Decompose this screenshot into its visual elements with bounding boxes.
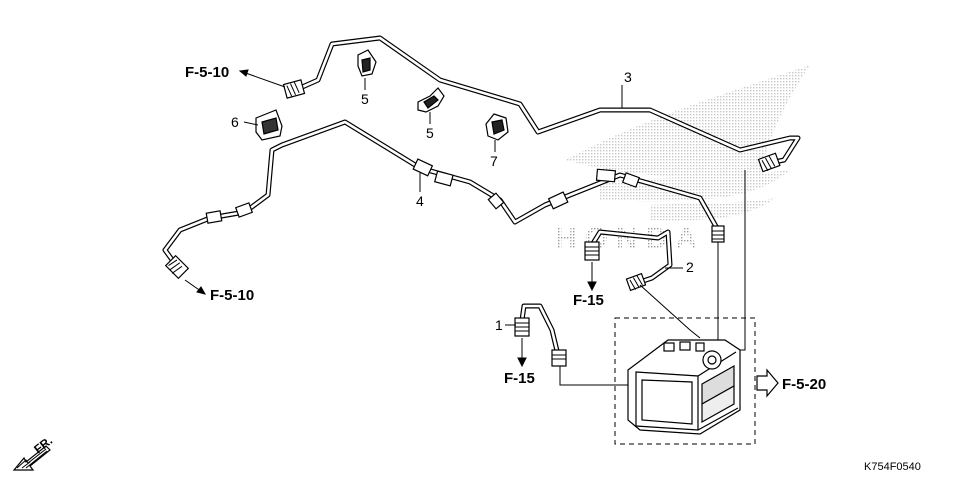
callout-5b: 5 (426, 125, 434, 141)
callout-1: 1 (495, 317, 503, 333)
abs-unit-boundary (614, 317, 756, 445)
pipe-4-fitting-right (711, 225, 725, 243)
leader-lines (243, 78, 683, 326)
callout-5a: 5 (361, 91, 369, 107)
watermark-text: HONDA (555, 222, 705, 255)
figure-code: K754F0540 (864, 461, 921, 473)
brake-pipe-1 (514, 303, 567, 367)
ref-top-left: F-5-10 (185, 64, 229, 81)
callout-3: 3 (624, 69, 632, 85)
ref-arrows (184, 69, 597, 368)
pipe-4-fitting-left (164, 254, 190, 280)
pipe-3-fitting-right (757, 152, 781, 173)
callout-7: 7 (490, 153, 498, 169)
clamp-5a (357, 49, 377, 77)
clamp-7 (485, 113, 509, 141)
pipe-3-fitting-left (282, 79, 306, 99)
front-direction-label: FR. (31, 433, 55, 456)
callout-2: 2 (686, 259, 694, 275)
pipe-3-abs-line (728, 170, 746, 351)
callout-6: 6 (231, 114, 239, 130)
brake-pipe-2 (584, 229, 673, 292)
clamp-6 (255, 109, 283, 141)
clamp-5b (417, 87, 445, 113)
ref-mid: F-15 (573, 292, 604, 309)
abs-ref-arrow (756, 368, 779, 398)
brake-pipe-4 (162, 119, 721, 271)
pipe-4-abs-line (705, 242, 719, 341)
callout-4: 4 (416, 193, 424, 209)
ref-bottom-left: F-5-10 (210, 287, 254, 304)
front-direction-arrow (12, 445, 51, 471)
abs-modulator (627, 339, 741, 435)
ref-abs-unit: F-5-20 (782, 376, 826, 393)
brake-pipe-3 (297, 35, 801, 166)
pipe-2-abs-line (639, 284, 701, 339)
ref-lower: F-15 (504, 370, 535, 387)
